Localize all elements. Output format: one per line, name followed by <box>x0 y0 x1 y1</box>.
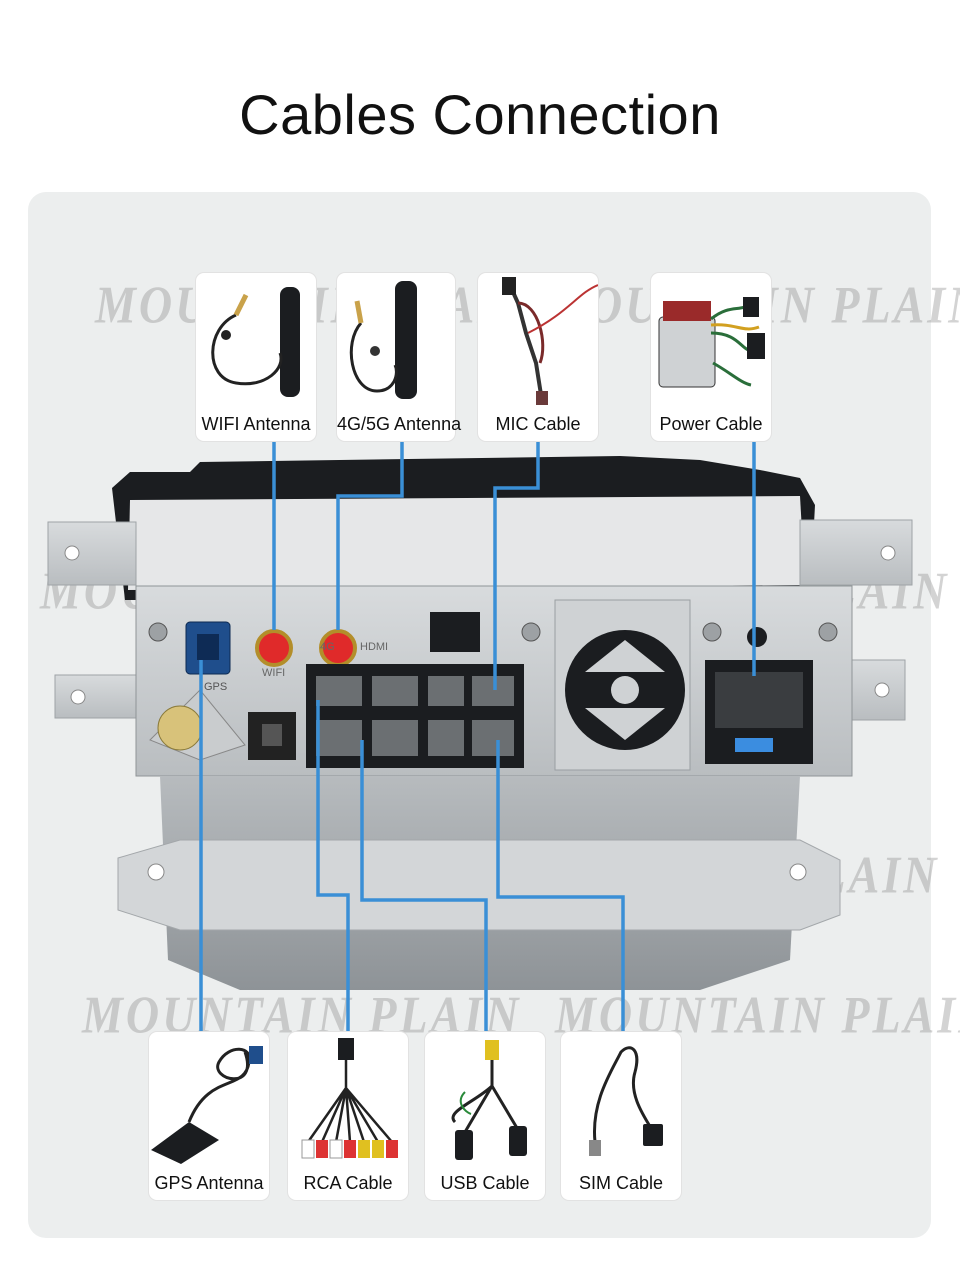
gps-antenna-card[interactable]: GPS Antenna <box>149 1032 269 1200</box>
rca-cable-label: RCA Cable <box>303 1173 393 1193</box>
sim-cable-card[interactable]: SIM Cable <box>561 1032 681 1200</box>
mic-cable-icon <box>502 277 598 405</box>
wifi-antenna-icon <box>211 287 300 397</box>
sim-cable-label: SIM Cable <box>578 1173 664 1193</box>
wifi-port <box>255 629 293 667</box>
page-title: Cables Connection <box>239 83 721 146</box>
left-bracket <box>47 521 137 586</box>
sim-cable-icon <box>589 1046 663 1156</box>
power-cable-label: Power Cable <box>659 414 763 434</box>
4g-antenna-icon <box>349 281 417 399</box>
rca-cable-icon <box>301 1038 398 1159</box>
power-cable-card[interactable]: Power Cable <box>651 273 771 441</box>
rca-cable-card[interactable]: RCA Cable <box>288 1032 408 1200</box>
power-cable-icon <box>658 297 765 388</box>
gps-antenna-icon <box>151 1046 263 1164</box>
gps-port-label: GPS <box>204 681 227 693</box>
wifi-antenna-label: WIFI Antenna <box>201 414 311 434</box>
usb-cable-card[interactable]: USB Cable <box>425 1032 545 1200</box>
usb-cable-icon <box>451 1040 527 1160</box>
camera-port <box>157 705 203 751</box>
mic-cable-label: MIC Cable <box>495 414 581 434</box>
svg-text:HDMI: HDMI <box>360 641 388 653</box>
connector-lines <box>199 440 756 1032</box>
4g-antenna-card[interactable]: 4G/5G Antenna <box>337 273 462 441</box>
wifi-antenna-card[interactable]: WIFI Antenna <box>196 273 316 441</box>
mic-cable-card[interactable]: MIC Cable <box>478 273 598 441</box>
usb-cable-label: USB Cable <box>440 1173 530 1193</box>
svg-text:WIFI: WIFI <box>262 667 285 679</box>
right-bracket <box>799 519 913 586</box>
svg-text:4G: 4G <box>320 641 335 653</box>
gps-antenna-label: GPS Antenna <box>154 1173 264 1193</box>
lower-bracket <box>117 839 841 931</box>
4g-antenna-label: 4G/5G Antenna <box>337 414 462 434</box>
